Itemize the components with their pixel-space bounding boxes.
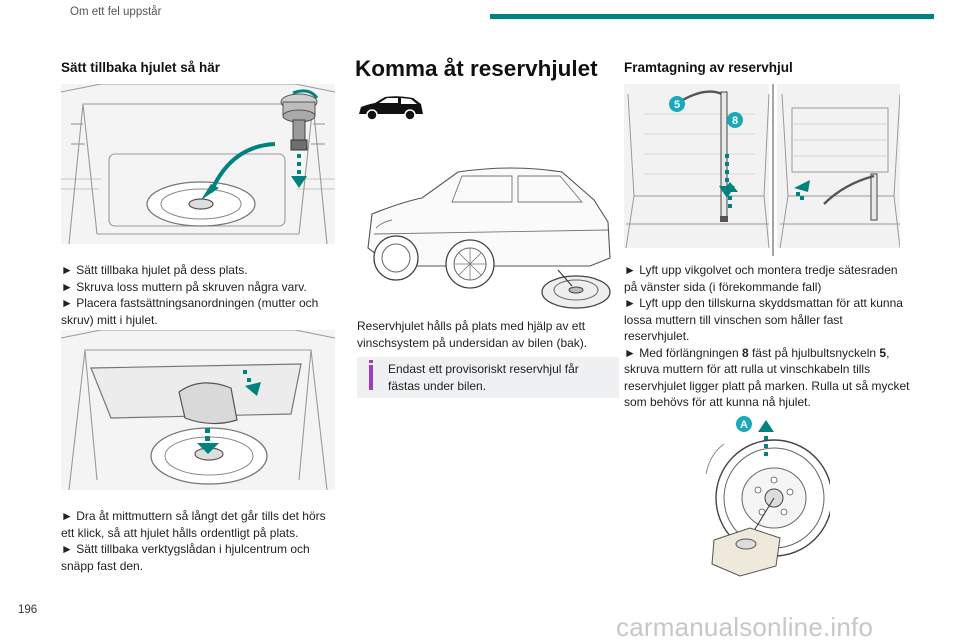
heading-retrieve-spare: Framtagning av reservhjul [624, 60, 793, 75]
illustration-winch-tool: 5 8 [624, 84, 900, 256]
step-text: ► Lyft upp vikgolvet och montera tredje … [624, 263, 898, 294]
note-text: Endast ett provisoriskt reservhjul får f… [388, 362, 579, 393]
running-header: Om ett fel uppstår [70, 6, 162, 18]
heading-refit-wheel: Sätt tillbaka hjulet så här [61, 60, 221, 75]
page-number: 196 [18, 604, 38, 616]
body-spare-winch: Reservhjulet hålls på plats med hjälp av… [357, 319, 588, 350]
illustration-refit-nut [61, 84, 335, 244]
header-accent-bar [490, 14, 934, 19]
suv-silhouette-icon [357, 94, 425, 122]
illustration-car-spare [362, 162, 620, 312]
callout-8: 8 [732, 115, 738, 127]
step-text: ► Sätt tillbaka verktygslådan i hjulcent… [61, 542, 310, 573]
heading-access-spare: Komma åt reservhjulet [355, 56, 598, 81]
illustration-spare-wheel-winch: A [700, 414, 830, 584]
info-note: Endast ett provisoriskt reservhjul får f… [357, 357, 619, 398]
steps-retrieve: ► Lyft upp vikgolvet och montera tredje … [624, 262, 910, 411]
steps-refit-b: ► Dra åt mittmuttern så långt det går ti… [61, 508, 337, 574]
illustration-toolbox [61, 330, 335, 490]
step-text: ► Med förlängningen 8 fäst på hjulbultsn… [624, 345, 910, 410]
watermark: carmanualsonline.info [616, 612, 874, 642]
step-text: ► Lyft upp den tillskurna skyddsmattan f… [624, 296, 903, 343]
step-text: ► Placera fastsättningsanordningen (mutt… [61, 296, 319, 327]
step-text: ► Dra åt mittmuttern så långt det går ti… [61, 509, 326, 540]
info-icon-dot [369, 360, 373, 363]
callout-5: 5 [674, 99, 680, 111]
step-text: ► Skruva loss muttern på skruven några v… [61, 279, 307, 294]
info-icon [369, 365, 373, 390]
callout-a: A [740, 419, 748, 431]
step-text: ► Sätt tillbaka hjulet på dess plats. [61, 263, 248, 277]
steps-refit-a: ► Sätt tillbaka hjulet på dess plats. ► … [61, 262, 337, 328]
